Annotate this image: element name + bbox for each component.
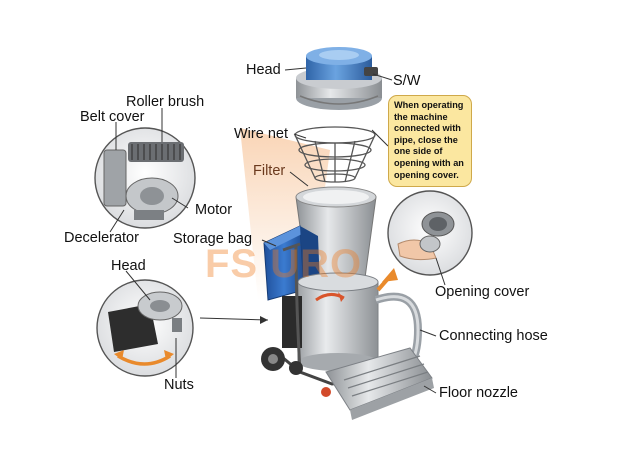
label-floor-nozzle: Floor nozzle xyxy=(439,386,518,401)
label-wire-net: Wire net xyxy=(234,127,288,142)
label-filter: Filter xyxy=(253,164,285,179)
label-sw: S/W xyxy=(393,74,420,89)
label-storage-bag: Storage bag xyxy=(173,232,252,247)
watermark: FS URO xyxy=(205,242,362,287)
label-decelerator: Decelerator xyxy=(64,231,139,246)
label-head-top: Head xyxy=(246,63,281,78)
detail-circle-opening-cover xyxy=(388,191,472,275)
label-belt-cover: Belt cover xyxy=(80,110,144,125)
label-motor: Motor xyxy=(195,203,232,218)
head-assembly xyxy=(296,47,382,110)
label-opening-cover: Opening cover xyxy=(435,285,529,300)
label-nuts: Nuts xyxy=(164,378,194,393)
detail-circle-brush xyxy=(95,128,195,228)
label-head-left: Head xyxy=(111,259,146,274)
label-connecting-hose: Connecting hose xyxy=(439,329,548,344)
label-roller-brush: Roller brush xyxy=(126,95,204,110)
operating-note: When operating the machine connected wit… xyxy=(388,95,472,187)
